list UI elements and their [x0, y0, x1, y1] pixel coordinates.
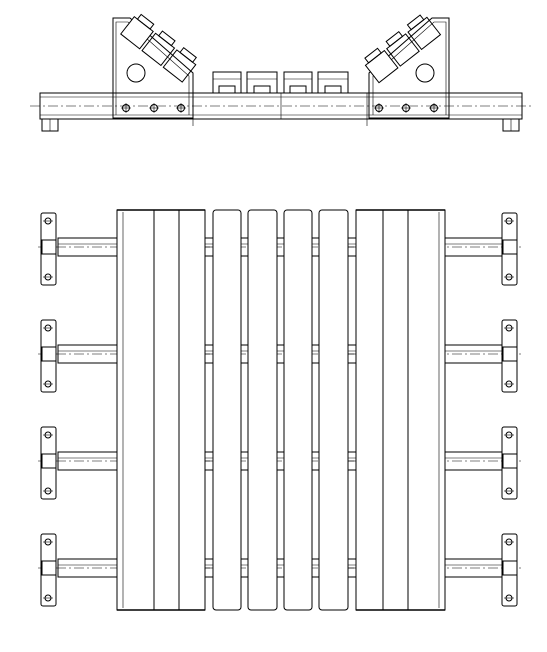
idler-frame-station — [38, 558, 524, 578]
mounting-plate-right — [501, 319, 518, 393]
mounting-plate-right — [501, 426, 518, 500]
mounting-plate-left — [40, 319, 57, 393]
support-foot-left — [41, 118, 59, 132]
idler-frame-station — [38, 451, 524, 471]
mounting-plate-left — [40, 426, 57, 500]
elevation-view — [30, 13, 532, 132]
center-roll — [317, 71, 349, 94]
idler-frame-station — [38, 237, 524, 257]
roll-segments-center — [212, 209, 349, 611]
center-rolls — [212, 71, 349, 94]
roll-segments-right-wing — [355, 209, 446, 611]
base-beam — [30, 92, 532, 126]
support-foot-right — [502, 118, 520, 132]
mounting-plate-right — [501, 212, 518, 286]
idler-frame-station — [38, 344, 524, 364]
bracket-hole — [126, 63, 146, 83]
wing-bracket-left — [112, 13, 198, 119]
mounting-plate-right — [501, 533, 518, 607]
mounting-plate-left — [40, 533, 57, 607]
roll-segments-left-wing — [116, 209, 206, 611]
wing-bracket-right — [364, 14, 450, 119]
center-roll — [283, 71, 313, 94]
bracket-hole — [415, 63, 435, 83]
center-roll — [212, 71, 242, 94]
plan-view — [38, 209, 524, 611]
roll-shaft-stubs — [205, 246, 356, 569]
center-roll — [246, 71, 278, 94]
mounting-plate-left — [40, 212, 57, 286]
